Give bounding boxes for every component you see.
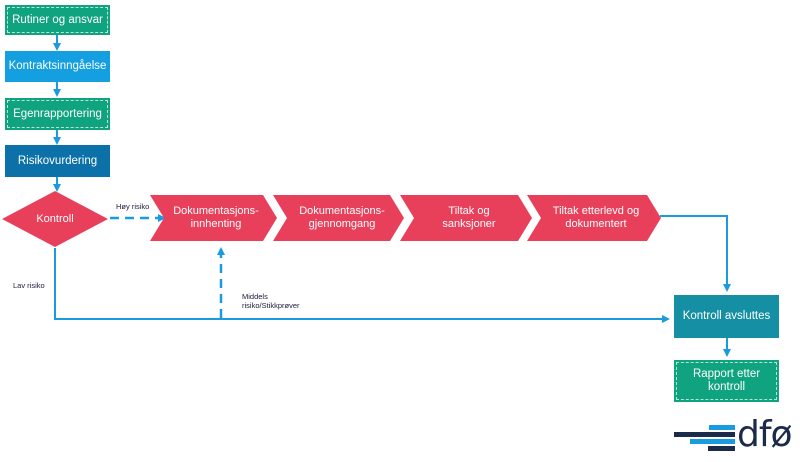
kontroll-label: Kontroll	[36, 212, 74, 225]
step-risikovurdering-label: Risikovurdering	[17, 154, 98, 167]
dfo-logo-text: dfø	[737, 414, 793, 455]
logo-stripe-3	[690, 439, 735, 444]
hoy-risiko-text: Høy risiko	[116, 202, 150, 211]
rapport-etter-kontroll: Rapport etter kontroll	[674, 360, 779, 402]
kontroll-diamond	[2, 191, 108, 247]
logo-stripe-2	[674, 432, 735, 437]
gjennomgang-text: Dokumentasjons- gjennomgang	[290, 198, 394, 238]
innhenting-text: Dokumentasjons- innhenting	[166, 198, 266, 238]
step-risikovurdering: Risikovurdering	[5, 145, 110, 177]
dfo-logo: dfø	[737, 414, 793, 455]
step-egenrapportering: Egenrapportering	[5, 98, 110, 130]
lav-risiko-text: Lav risiko	[13, 281, 45, 290]
arrow-etterlevd-avsluttes	[660, 215, 731, 292]
step-rutiner-label: Rutiner og ansvar	[12, 13, 103, 26]
arrow-lav-risiko	[54, 248, 670, 323]
logo-stripe-1	[709, 425, 735, 430]
rapport-label: Rapport etter kontroll	[692, 368, 761, 393]
tiltak-text: Tiltak og sanksjoner	[417, 198, 521, 238]
middels-label: Middels risiko/Stikkprøver	[242, 283, 300, 310]
etterlevd-label: Tiltak etterlevd og dokumentert	[552, 205, 640, 230]
step-egenrapportering-label: Egenrapportering	[13, 107, 102, 120]
kontroll-avsluttes: Kontroll avsluttes	[674, 295, 779, 338]
kontroll-label-wrap: Kontroll	[10, 210, 100, 228]
middels-text: Middels risiko/Stikkprøver	[242, 292, 300, 310]
etterlevd-text: Tiltak etterlevd og dokumentert	[540, 198, 652, 238]
tiltak-label: Tiltak og sanksjoner	[442, 205, 496, 230]
hoy-risiko-label: Høy risiko	[116, 202, 149, 211]
step-kontrakt-label: Kontraktsinngåelse	[8, 60, 107, 72]
gjennomgang-label: Dokumentasjons- gjennomgang	[299, 205, 385, 230]
step-rutiner: Rutiner og ansvar	[5, 5, 110, 35]
step-kontrakt: Kontraktsinngåelse	[5, 51, 110, 82]
kontroll-avsluttes-label: Kontroll avsluttes	[682, 310, 771, 322]
chevron-tiltak	[400, 195, 532, 241]
lav-risiko-label: Lav risiko	[13, 281, 45, 290]
chevron-innhenting	[150, 195, 277, 241]
chevron-etterlevd	[527, 195, 661, 241]
logo-stripe-4	[708, 446, 735, 451]
innhenting-label: Dokumentasjons- innhenting	[173, 205, 259, 230]
chevron-gjennomgang	[273, 195, 404, 241]
